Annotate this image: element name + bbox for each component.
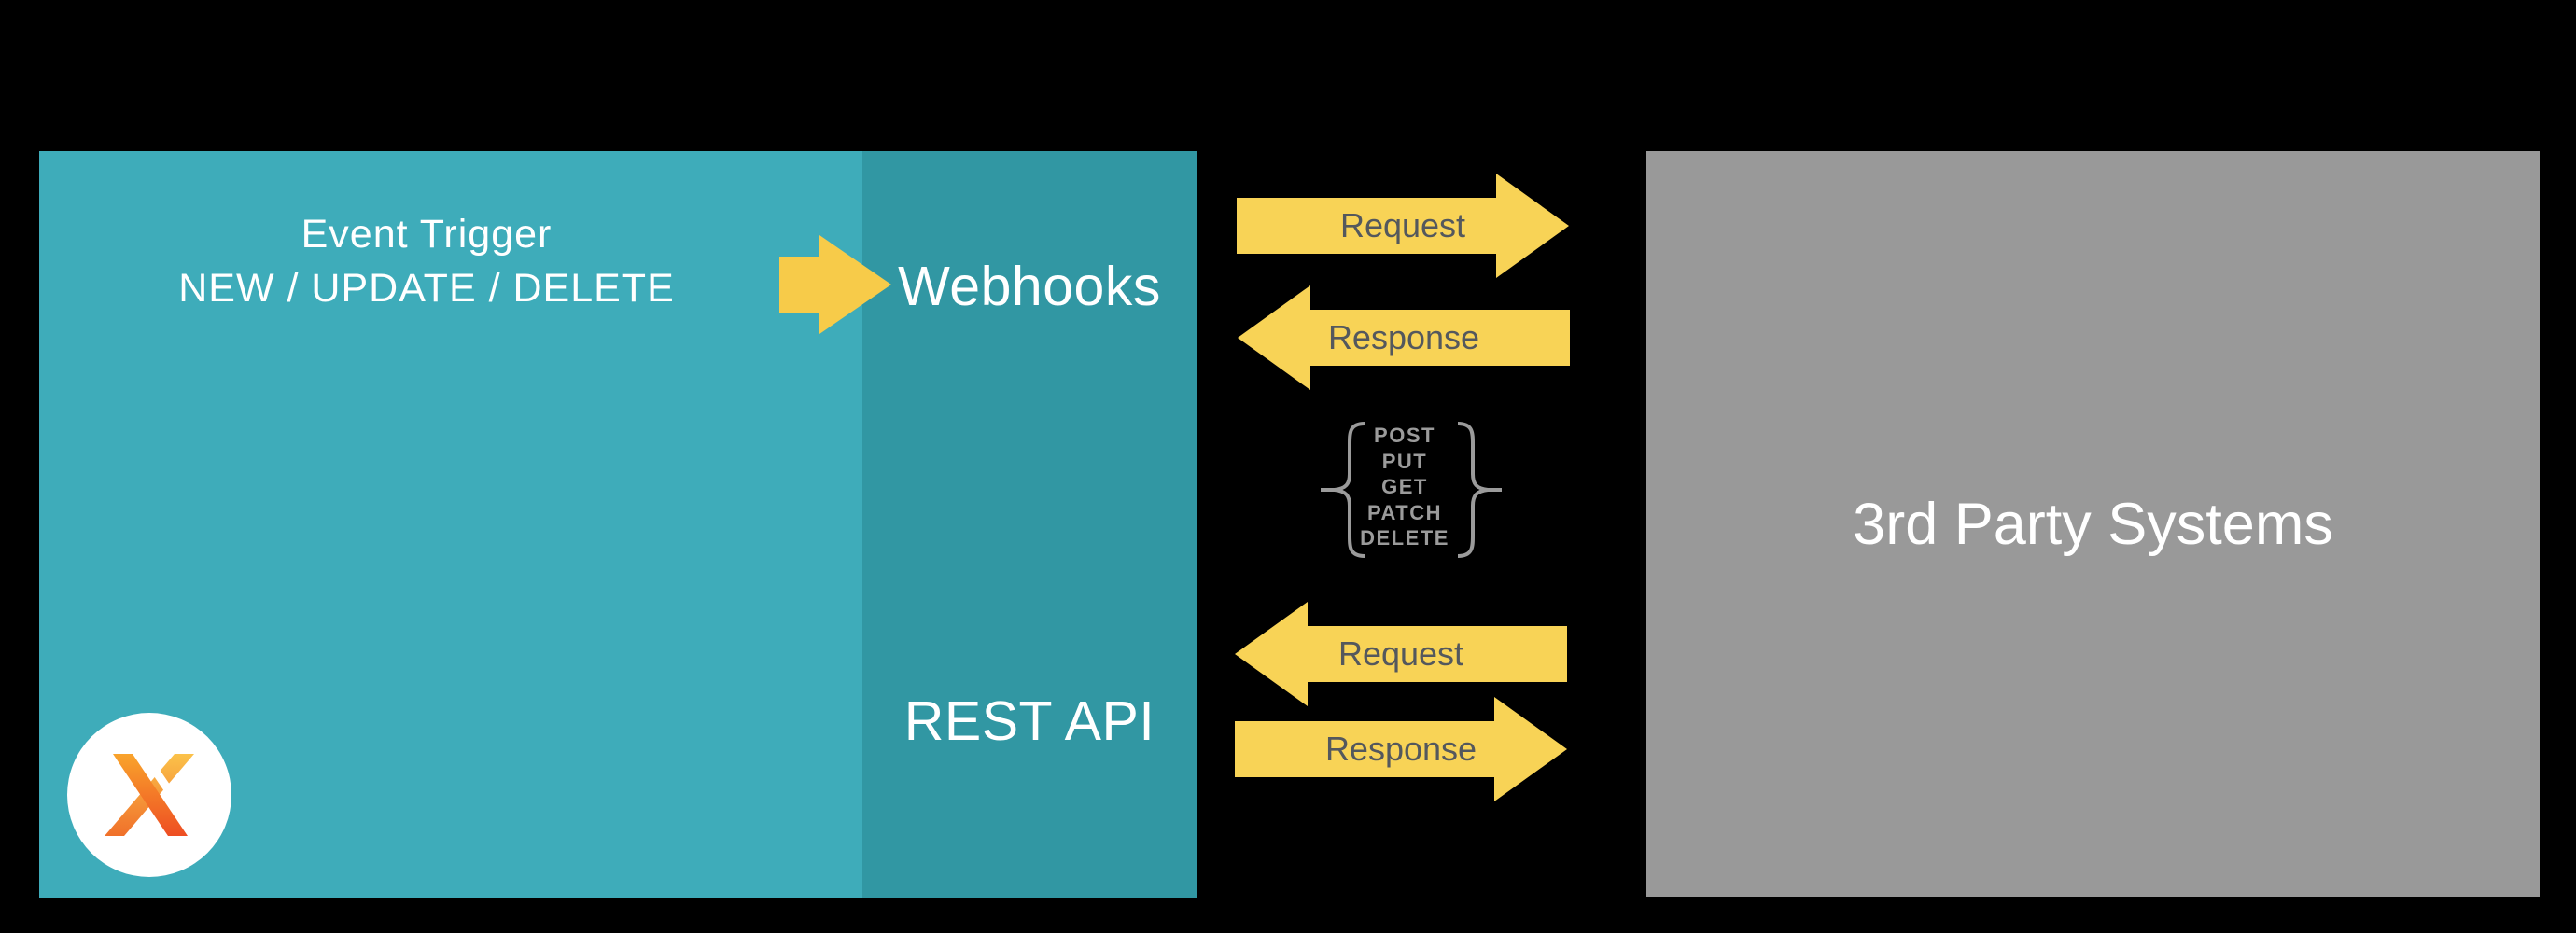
x-logo-icon: [67, 713, 231, 877]
http-methods-list: POST PUT GET PATCH DELETE: [1349, 423, 1461, 551]
api-request-label: Request: [1337, 634, 1464, 673]
platform-box: Event Trigger NEW / UPDATE / DELETE Webh…: [39, 151, 1197, 898]
http-method: POST: [1374, 424, 1435, 447]
left-brace-icon: [1321, 422, 1365, 558]
webhooks-label: Webhooks: [898, 256, 1161, 317]
webhook-response-label: Response: [1327, 318, 1480, 356]
api-response-label: Response: [1324, 730, 1477, 768]
http-method: PATCH: [1366, 500, 1442, 524]
api-response-arrow: Response: [1235, 697, 1567, 801]
api-request-arrow: Request: [1235, 602, 1567, 706]
event-trigger-title: Event Trigger: [301, 212, 553, 257]
event-trigger-block: Event Trigger NEW / UPDATE / DELETE: [39, 207, 814, 315]
http-method: GET: [1381, 475, 1428, 498]
right-brace-icon: [1457, 422, 1502, 558]
http-method: PUT: [1381, 449, 1428, 473]
webhook-request-arrow: Request: [1237, 174, 1569, 278]
http-method: DELETE: [1360, 526, 1449, 550]
third-party-systems-box: 3rd Party Systems: [1646, 151, 2540, 897]
third-party-systems-label: 3rd Party Systems: [1853, 491, 2333, 557]
rest-api-label: REST API: [903, 690, 1155, 752]
webhook-response-arrow: Response: [1238, 285, 1570, 390]
trigger-arrow-icon: [779, 235, 891, 334]
webhook-request-label: Request: [1339, 206, 1466, 244]
event-trigger-subtitle: NEW / UPDATE / DELETE: [178, 266, 675, 311]
api-column: [862, 151, 1197, 898]
